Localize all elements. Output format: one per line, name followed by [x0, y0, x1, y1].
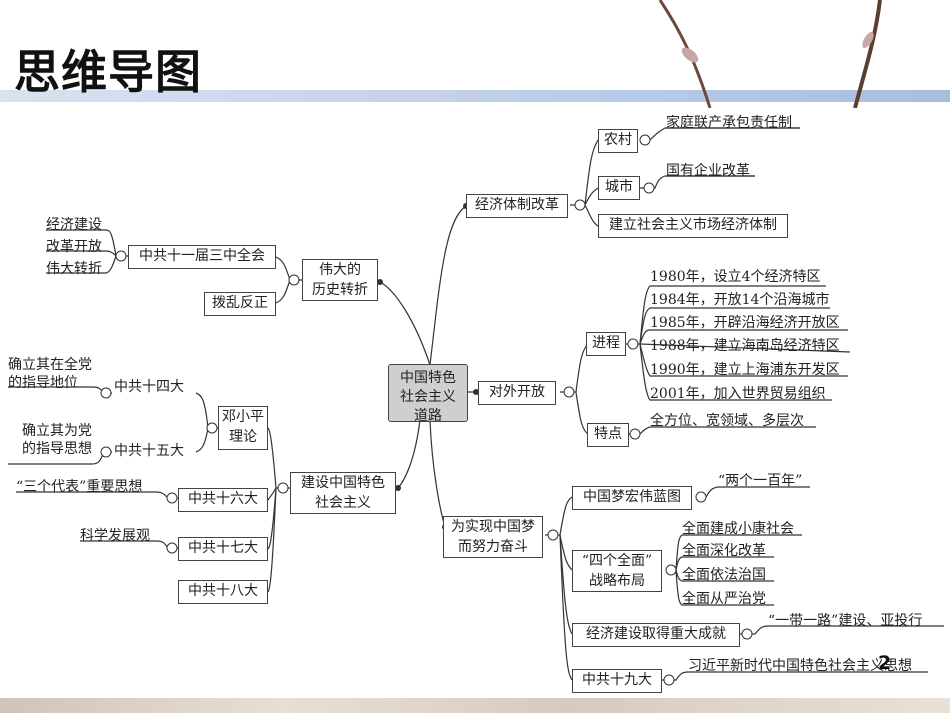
leaf-scientific-development: 科学发展观	[80, 528, 150, 544]
node-process[interactable]: 进程	[586, 332, 626, 356]
page-number: 2	[878, 652, 892, 674]
four-line-2: 战略布局	[589, 573, 645, 589]
deng-line-1: 邓小平	[222, 409, 264, 425]
leaf-15th-line-2: 的指导思想	[22, 441, 92, 457]
center-node[interactable]: 中国特色 社会主义 道路	[388, 364, 468, 424]
node-economic-achievement[interactable]: 经济建设取得重大成就	[572, 623, 740, 647]
node-17th-congress[interactable]: 中共十七大	[178, 537, 268, 561]
leaf-xi-thought: 习近平新时代中国特色社会主义思想	[688, 658, 912, 674]
plenum-item-2: 改革开放	[46, 239, 102, 255]
process-item-3: 1985年，开辟沿海经济开放区	[650, 315, 840, 331]
dream-line-2: 而努力奋斗	[458, 539, 528, 555]
node-four-comprehensive[interactable]: “四个全面” 战略布局	[572, 550, 662, 592]
leaf-14th-line-1: 确立其在全党	[8, 357, 92, 373]
decorative-branch	[658, 0, 882, 109]
four-item-1: 全面建成小康社会	[682, 521, 794, 537]
four-item-4: 全面从严治党	[682, 591, 766, 607]
node-set-right[interactable]: 拨乱反正	[204, 292, 276, 316]
center-line-3: 道路	[414, 408, 442, 424]
build-line-2: 社会主义	[315, 495, 371, 511]
node-features[interactable]: 特点	[587, 423, 629, 447]
center-line-1: 中国特色	[400, 370, 456, 386]
build-line-1: 建设中国特色	[301, 475, 385, 491]
process-item-6: 2001年，加入世界贸易组织	[650, 386, 826, 402]
node-19th-congress[interactable]: 中共十九大	[572, 669, 662, 693]
node-economic-reform[interactable]: 经济体制改革	[466, 194, 568, 218]
node-chinese-dream[interactable]: 为实现中国梦 而努力奋斗	[443, 516, 543, 558]
turn-line-1: 伟大的	[319, 262, 361, 278]
node-deng-theory[interactable]: 邓小平 理论	[218, 406, 268, 450]
four-item-2: 全面深化改革	[682, 543, 766, 559]
process-item-2: 1984年，开放14个沿海城市	[650, 292, 830, 308]
leaf-rural: 家庭联产承包责任制	[666, 115, 792, 131]
node-18th-congress[interactable]: 中共十八大	[178, 580, 268, 604]
leaf-features: 全方位、宽领域、多层次	[650, 413, 804, 429]
process-item-1: 1980年，设立4个经济特区	[650, 269, 821, 285]
process-item-4: 1988年，建立海南岛经济特区	[650, 338, 840, 354]
leaf-belt-road: “一带一路”建设、亚投行	[768, 613, 923, 629]
node-blueprint[interactable]: 中国梦宏伟蓝图	[572, 486, 692, 510]
node-build-socialism[interactable]: 建设中国特色 社会主义	[290, 472, 396, 514]
leaf-14th-line-2: 的指导地位	[8, 375, 78, 391]
dream-line-1: 为实现中国梦	[451, 519, 535, 535]
deng-line-2: 理论	[229, 429, 257, 445]
node-urban[interactable]: 城市	[598, 176, 640, 200]
leaf-three-represents: “三个代表”重要思想	[16, 479, 143, 495]
node-market-economy[interactable]: 建立社会主义市场经济体制	[598, 214, 788, 238]
node-15th-congress[interactable]: 中共十五大	[114, 443, 184, 459]
turn-line-2: 历史转折	[312, 282, 368, 298]
leaf-15th-line-1: 确立其为党	[22, 423, 92, 439]
header-band	[0, 90, 950, 102]
node-16th-congress[interactable]: 中共十六大	[178, 488, 268, 512]
center-line-2: 社会主义	[400, 389, 456, 405]
node-14th-congress[interactable]: 中共十四大	[114, 379, 184, 395]
four-line-1: “四个全面”	[581, 553, 653, 569]
page-title: 思维导图	[14, 45, 202, 99]
plenum-item-3: 伟大转折	[46, 261, 102, 277]
plenum-item-1: 经济建设	[46, 217, 102, 233]
bottom-decoration	[0, 698, 950, 713]
node-third-plenum[interactable]: 中共十一届三中全会	[128, 245, 276, 269]
leaf-two-centenary: “两个一百年”	[718, 473, 803, 489]
node-historic-turn[interactable]: 伟大的 历史转折	[302, 259, 378, 301]
four-item-3: 全面依法治国	[682, 567, 766, 583]
process-item-5: 1990年，建立上海浦东开发区	[650, 362, 840, 378]
node-opening-up[interactable]: 对外开放	[478, 381, 556, 405]
leaf-urban: 国有企业改革	[666, 163, 750, 179]
node-rural[interactable]: 农村	[598, 129, 638, 153]
